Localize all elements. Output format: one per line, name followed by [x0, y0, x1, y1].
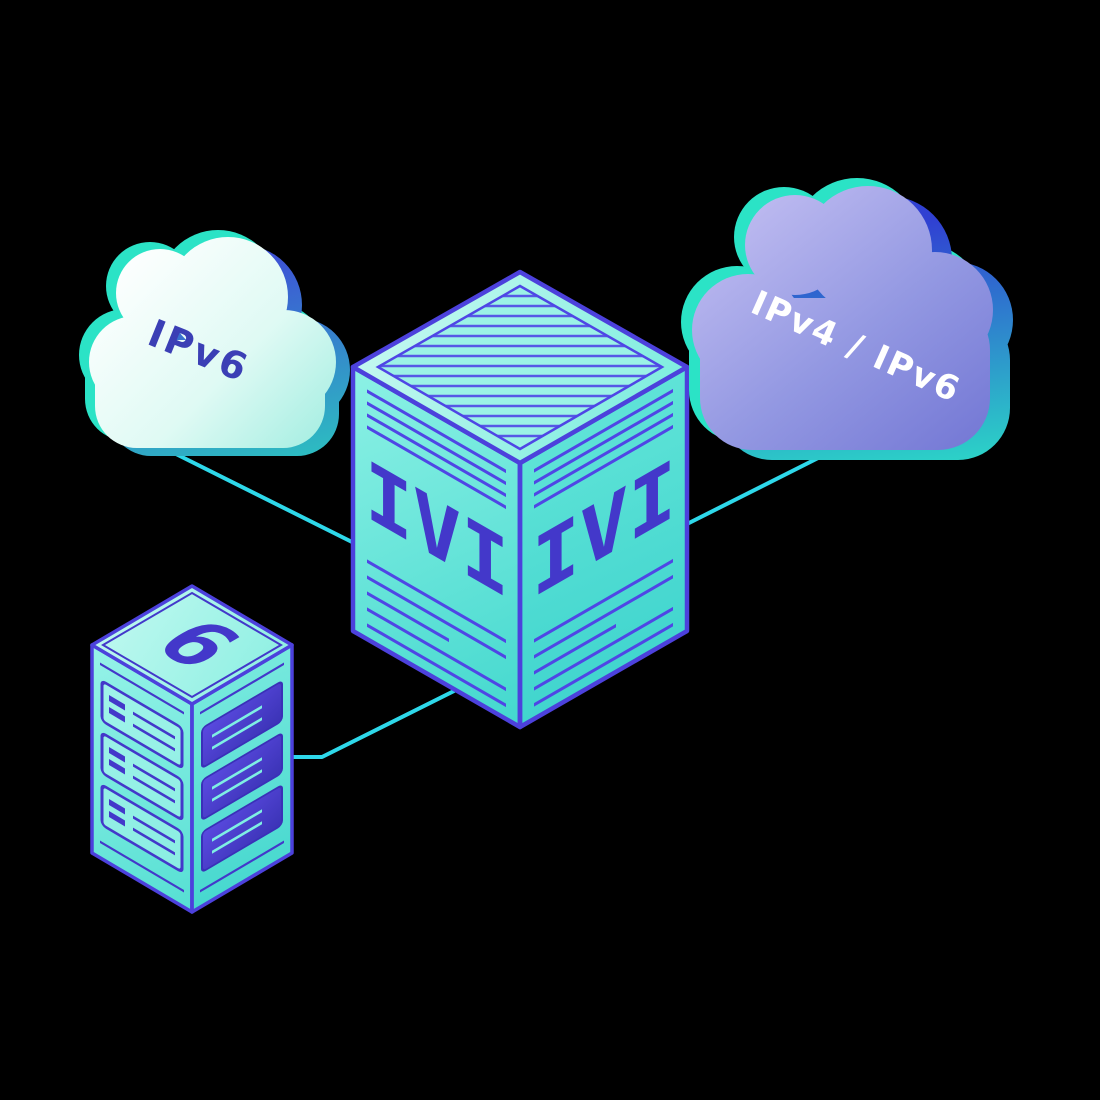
ipv6-cloud: IPv6 — [79, 230, 350, 456]
ipv4-ipv6-cloud: IPv4 / IPv6 — [681, 178, 1013, 460]
server-left-face-drawers — [100, 662, 184, 893]
ivi-translator-box: IVI IVI — [350, 269, 690, 730]
server-right-face-panels — [200, 662, 284, 893]
server-top-face-inner-rim — [101, 591, 283, 699]
connector-server-to-box — [286, 681, 471, 759]
ipv6-server-rack: 6 — [90, 584, 294, 914]
box-top-face-stripes — [378, 294, 662, 438]
server-top-face — [90, 584, 294, 706]
